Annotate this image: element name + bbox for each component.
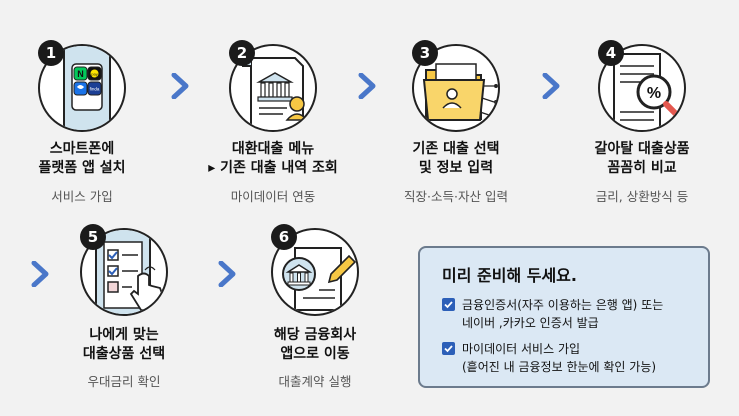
step-subtitle: 서비스 가입 — [51, 189, 113, 204]
step-title-line1: 해당 금융회사 — [273, 327, 357, 343]
step-title: 나에게 맞는 대출상품 선택 — [34, 326, 214, 364]
step-subtitle: 금리, 상환방식 등 — [595, 189, 689, 204]
checklist-item-line2: (흩어진 내 금융정보 한눈에 확인 가능) — [462, 360, 657, 374]
step-subtitle: 마이데이터 연동 — [230, 189, 316, 204]
checked-checkbox-icon — [442, 342, 455, 355]
checklist-tap-icon — [95, 230, 164, 314]
step-badge: 2 — [229, 40, 255, 66]
step-title: 대환대출 메뉴 ▸ 기존 대출 내역 조회 — [183, 140, 363, 178]
step-subtitle: 우대금리 확인 — [87, 374, 161, 389]
svg-text:N: N — [77, 69, 84, 79]
folder-user-icon — [422, 63, 498, 121]
step-title-line2: 대출상품 선택 — [82, 346, 166, 362]
step-title-line1: 스마트폰에 — [49, 141, 115, 157]
step-title-line1: 갈아탈 대출상품 — [594, 141, 690, 157]
step-title-line2: ▸ 기존 대출 내역 조회 — [208, 160, 338, 176]
chevron-right-icon — [31, 261, 49, 287]
step-1-illustration: N pay finda — [38, 44, 126, 132]
step-title: 스마트폰에 플랫폼 앱 설치 — [0, 140, 172, 178]
checklist-item-line2: 네이버 ,카카오 인증서 발급 — [462, 316, 599, 330]
step-title-line1: 대환대출 메뉴 — [231, 141, 315, 157]
checklist-item-line1: 금융인증서(자주 이용하는 은행 앱) 또는 — [462, 298, 664, 312]
smartphone-apps-icon: N pay finda — [63, 46, 111, 130]
step-title-line1: 기존 대출 선택 — [412, 141, 500, 157]
step-title-line2: 꼼꼼히 비교 — [607, 160, 677, 176]
bank-contract-pen-icon — [282, 247, 357, 311]
chevron-right-icon — [358, 73, 376, 99]
checked-checkbox-icon — [442, 298, 455, 311]
checklist-item-line1: 마이데이터 서비스 가입 — [462, 342, 581, 356]
chevron-right-icon — [542, 73, 560, 99]
step-badge: 4 — [598, 40, 624, 66]
step-subtitle: 직장·소득·자산 입력 — [404, 189, 508, 204]
chevron-right-icon — [218, 261, 236, 287]
step-title-line1: 나에게 맞는 — [89, 327, 159, 343]
panel-title: 미리 준비해 두세요. — [442, 266, 577, 285]
step-2-illustration — [229, 44, 317, 132]
svg-text:%: % — [647, 85, 661, 102]
checklist-item: 금융인증서(자주 이용하는 은행 앱) 또는 네이버 ,카카오 인증서 발급 — [442, 296, 663, 332]
svg-text:finda: finda — [90, 87, 100, 92]
step-title-line2: 앱으로 이동 — [280, 346, 350, 362]
step-badge: 1 — [38, 40, 64, 66]
step-badge: 5 — [80, 224, 106, 250]
step-badge: 6 — [271, 224, 297, 250]
step-badge: 3 — [412, 40, 438, 66]
step-title-line2: 및 정보 입력 — [418, 160, 494, 176]
step-title-line2: 플랫폼 앱 설치 — [38, 160, 126, 176]
prepare-panel: 미리 준비해 두세요. 금융인증서(자주 이용하는 은행 앱) 또는 네이버 ,… — [418, 246, 710, 388]
svg-text:pay: pay — [91, 72, 97, 77]
chevron-right-icon — [171, 73, 189, 99]
checklist-item: 마이데이터 서비스 가입 (흩어진 내 금융정보 한눈에 확인 가능) — [442, 340, 656, 376]
step-3-illustration — [412, 44, 500, 132]
step-title: 해당 금융회사 앱으로 이동 — [225, 326, 405, 364]
step-subtitle: 대출계약 실행 — [278, 374, 352, 389]
step-6-illustration — [271, 228, 359, 316]
step-title: 갈아탈 대출상품 꼼꼼히 비교 — [552, 140, 732, 178]
bank-document-icon — [241, 57, 309, 130]
step-title: 기존 대출 선택 및 정보 입력 — [366, 140, 546, 178]
